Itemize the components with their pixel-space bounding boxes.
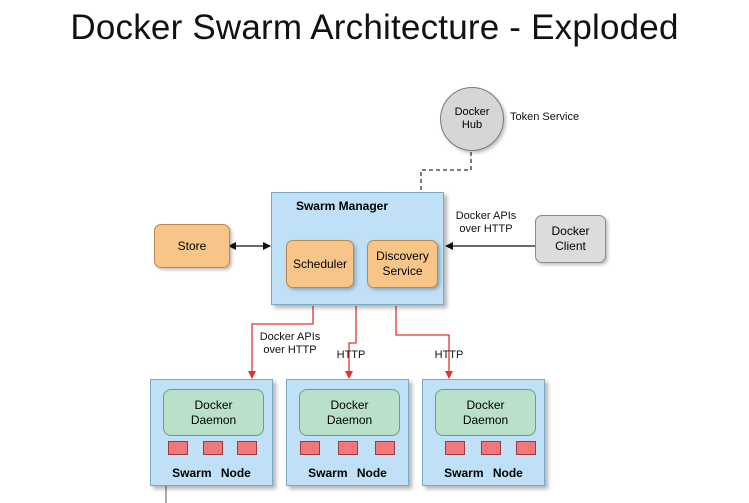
swarm-node-label: Swarm Node	[308, 466, 387, 480]
container-port	[445, 441, 465, 455]
swarm-manager-title: Swarm Manager	[295, 199, 389, 213]
container-port	[516, 441, 536, 455]
container-port	[375, 441, 395, 455]
node3-link-label: HTTP	[434, 349, 464, 361]
docker-hub-node: Docker Hub	[440, 87, 504, 151]
client-api-label: Docker APIs over HTTP	[455, 210, 517, 235]
store-node: Store	[154, 224, 230, 268]
docker-client-node: Docker Client	[535, 215, 606, 263]
container-port	[300, 441, 320, 455]
swarm-manager-node: Swarm Manager Scheduler Discovery Servic…	[271, 192, 444, 305]
container-port	[237, 441, 257, 455]
swarm-node-label: Swarm Node	[172, 466, 251, 480]
container-port	[338, 441, 358, 455]
container-port	[168, 441, 188, 455]
discovery-service-node: Discovery Service	[367, 240, 438, 288]
link-node-1	[248, 306, 314, 379]
link-node-3	[395, 306, 453, 379]
scheduler-node: Scheduler	[286, 240, 354, 288]
token-service-label: Token Service	[510, 111, 580, 123]
hub-link-line	[420, 152, 472, 192]
docker-daemon-2: Docker Daemon	[299, 389, 400, 436]
swarm-node-2: Docker Daemon Swarm Node	[286, 379, 409, 486]
link-node-2	[345, 306, 357, 379]
node1-link-label: Docker APIs over HTTP	[259, 331, 321, 356]
container-port	[203, 441, 223, 455]
swarm-node-3: Docker Daemon Swarm Node	[422, 379, 545, 486]
page-title: Docker Swarm Architecture - Exploded	[70, 8, 679, 47]
swarm-node-1: Docker Daemon Swarm Node	[150, 379, 273, 486]
docker-daemon-1: Docker Daemon	[163, 389, 264, 436]
node2-link-label: HTTP	[336, 349, 366, 361]
swarm-node-label: Swarm Node	[444, 466, 523, 480]
docker-daemon-3: Docker Daemon	[435, 389, 536, 436]
container-port	[481, 441, 501, 455]
